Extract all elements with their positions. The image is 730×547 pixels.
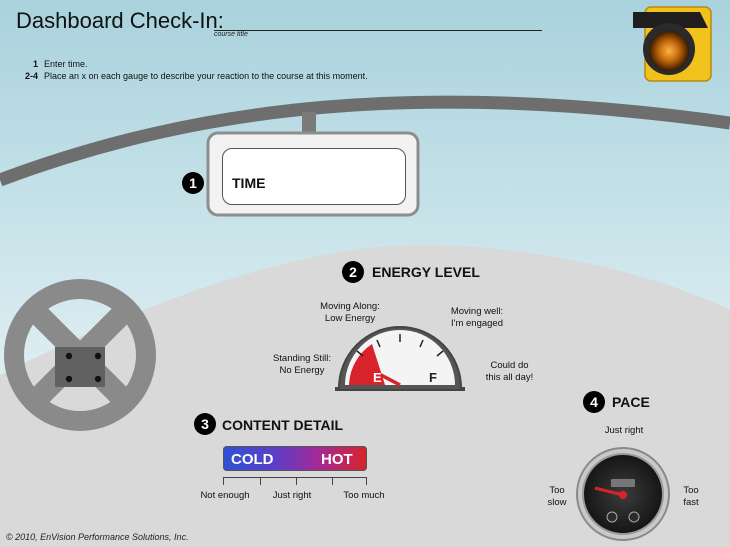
step-4-badge: 4 xyxy=(583,391,605,413)
content-scale-line xyxy=(223,477,367,478)
energy-level-heading: ENERGY LEVEL xyxy=(372,264,480,280)
fuel-gauge-target[interactable] xyxy=(338,330,463,390)
fuel-full-mark: F xyxy=(429,370,437,385)
step-1-badge: 1 xyxy=(182,172,204,194)
scale-just-right: Just right xyxy=(272,490,312,501)
content-detail-heading: CONTENT DETAIL xyxy=(222,417,344,433)
scale-tick xyxy=(223,477,224,485)
scale-tick xyxy=(296,477,297,485)
speedometer-target[interactable] xyxy=(577,448,669,540)
page-title: Dashboard Check-In: xyxy=(16,8,224,33)
scale-not-enough: Not enough xyxy=(200,490,250,501)
traffic-light-icon xyxy=(633,6,712,82)
moving-along-label: Moving Along:Low Energy xyxy=(320,301,380,324)
hot-label: HOT xyxy=(321,451,353,468)
scale-tick xyxy=(366,477,367,485)
copyright: © 2010, EnVision Performance Solutions, … xyxy=(6,532,189,542)
scale-tick xyxy=(260,477,261,485)
fuel-gauge-icon xyxy=(335,326,465,391)
course-title-line[interactable] xyxy=(214,30,542,31)
pace-heading: PACE xyxy=(612,394,650,410)
scale-tick xyxy=(332,477,333,485)
steering-wheel-icon xyxy=(4,279,156,431)
scale-too-much: Too much xyxy=(343,490,385,501)
step-2-badge: 2 xyxy=(342,261,364,283)
fuel-empty-mark: E xyxy=(373,370,382,385)
cold-label: COLD xyxy=(231,451,274,468)
moving-well-label: Moving well:I'm engaged xyxy=(450,306,504,329)
time-input-box[interactable] xyxy=(222,148,406,205)
course-title-caption: course title xyxy=(214,31,248,38)
content-detail-bar[interactable] xyxy=(223,446,367,471)
standing-still-label: Standing Still:No Energy xyxy=(272,353,332,376)
pace-just-right-label: Just right xyxy=(604,425,644,436)
speedometer-icon xyxy=(576,447,670,541)
step-3-badge: 3 xyxy=(194,413,216,435)
time-label: TIME xyxy=(232,175,266,191)
